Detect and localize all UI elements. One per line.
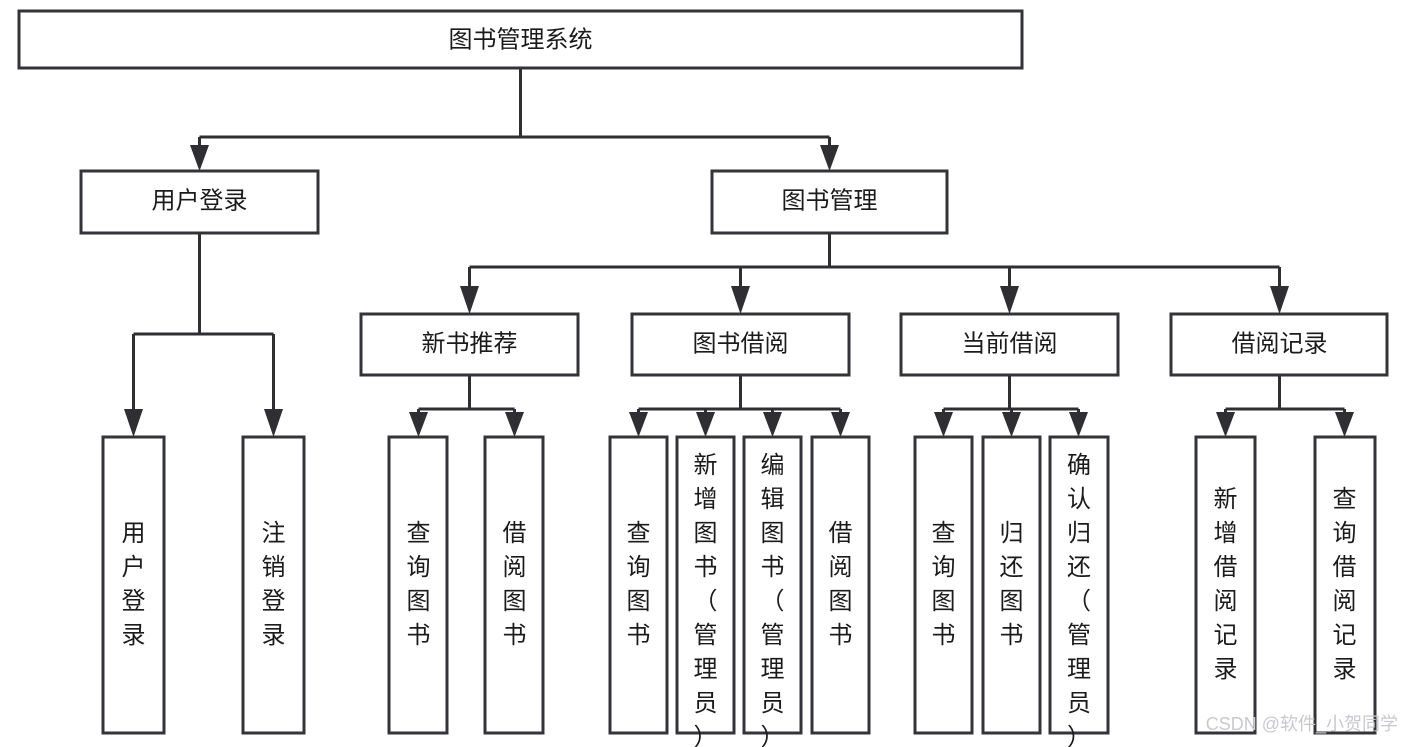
csdn-watermark: CSDN @软件_小贺同学 <box>1206 714 1398 735</box>
node-leaf-query-borrow-record-box[interactable] <box>1313 435 1377 735</box>
node-borrow-records-label: 借阅记录 <box>1232 330 1328 357</box>
arrow-head-book-borrow <box>731 286 750 314</box>
arrow-head-leaf-confirm-return-admin <box>1069 412 1088 437</box>
node-leaf-edit-book-admin-box[interactable] <box>742 435 803 735</box>
node-book-management[interactable]: 图书管理 <box>710 169 949 235</box>
node-book-borrow-box[interactable] <box>630 312 851 377</box>
node-user-login-box[interactable] <box>79 169 320 235</box>
node-leaf-logout-login-label: 注销登录 <box>262 520 286 649</box>
node-root-label: 图书管理系统 <box>449 26 593 53</box>
node-leaf-add-borrow-record-label: 新增借阅记录 <box>1214 486 1238 683</box>
node-leaf-add-borrow-record[interactable]: 新增借阅记录 <box>1194 435 1257 735</box>
arrow-head-leaf-return-book <box>1002 412 1021 437</box>
node-leaf-query-borrow-record[interactable]: 查询借阅记录 <box>1313 435 1377 735</box>
node-leaf-add-book-admin-label: 新增图书（管理员） <box>694 452 718 747</box>
node-leaf-return-book-label: 归还图书 <box>1000 520 1024 649</box>
node-leaf-add-book-admin[interactable]: 新增图书（管理员） <box>675 435 736 747</box>
node-leaf-borrow-book-1[interactable]: 借阅图书 <box>483 435 545 735</box>
arrow-head-borrow-records <box>1270 286 1289 314</box>
node-leaf-confirm-return-admin[interactable]: 确认归还（管理员） <box>1048 435 1110 747</box>
node-leaf-query-book-2[interactable]: 查询图书 <box>608 435 669 735</box>
node-leaf-borrow-book-2-box[interactable] <box>810 435 871 735</box>
node-book-borrow-label: 图书借阅 <box>693 330 789 357</box>
node-leaf-edit-book-admin[interactable]: 编辑图书（管理员） <box>742 435 803 747</box>
node-user-login[interactable]: 用户登录 <box>79 169 320 235</box>
arrow-head-leaf-query-book-2 <box>629 412 648 437</box>
arrow-head-new-book-recommend <box>460 286 479 314</box>
node-leaf-query-book-2-label: 查询图书 <box>627 520 651 649</box>
connector-layer <box>124 68 1354 437</box>
arrow-head-leaf-query-book-1 <box>409 412 428 437</box>
arrow-head-leaf-borrow-book-1 <box>505 412 524 437</box>
node-leaf-borrow-book-2-label: 借阅图书 <box>829 520 853 649</box>
node-leaf-user-login-box[interactable] <box>101 435 166 735</box>
arrow-head-leaf-add-borrow-record <box>1216 412 1235 437</box>
arrow-head-leaf-edit-book-admin <box>763 412 782 437</box>
node-leaf-borrow-book-2[interactable]: 借阅图书 <box>810 435 871 735</box>
node-new-book-recommend-label: 新书推荐 <box>422 330 518 357</box>
node-book-management-label: 图书管理 <box>782 187 878 214</box>
leaf-node-group: 用户登录 注销登录 查询图书 借阅图书 查询图书 <box>101 435 1377 747</box>
arrow-head-leaf-logout-login <box>264 409 283 437</box>
node-leaf-logout-login[interactable]: 注销登录 <box>241 435 306 735</box>
node-borrow-records-box[interactable] <box>1169 312 1389 377</box>
node-leaf-query-book-3-box[interactable] <box>913 435 974 735</box>
node-borrow-records[interactable]: 借阅记录 <box>1169 312 1389 377</box>
arrow-head-leaf-query-borrow-record <box>1335 412 1354 437</box>
node-leaf-query-book-1-box[interactable] <box>387 435 449 735</box>
node-leaf-query-book-1[interactable]: 查询图书 <box>387 435 449 735</box>
node-leaf-user-login-label: 用户登录 <box>122 520 146 649</box>
node-leaf-query-book-3[interactable]: 查询图书 <box>913 435 974 735</box>
arrow-head-leaf-user-login <box>124 409 143 437</box>
node-book-management-box[interactable] <box>710 169 949 235</box>
node-current-borrow[interactable]: 当前借阅 <box>899 312 1120 377</box>
arrow-head-book-management <box>820 145 839 171</box>
node-leaf-confirm-return-admin-box[interactable] <box>1048 435 1110 735</box>
node-leaf-user-login[interactable]: 用户登录 <box>101 435 166 735</box>
node-current-borrow-label: 当前借阅 <box>962 330 1058 357</box>
node-leaf-return-book-box[interactable] <box>981 435 1042 735</box>
node-leaf-confirm-return-admin-label: 确认归还（管理员） <box>1067 452 1091 747</box>
node-leaf-logout-login-box[interactable] <box>241 435 306 735</box>
node-leaf-query-book-3-label: 查询图书 <box>932 520 956 649</box>
node-root[interactable]: 图书管理系统 <box>17 9 1024 70</box>
node-new-book-recommend[interactable]: 新书推荐 <box>359 312 580 377</box>
arrow-head-leaf-borrow-book-2 <box>831 412 850 437</box>
node-new-book-recommend-box[interactable] <box>359 312 580 377</box>
node-current-borrow-box[interactable] <box>899 312 1120 377</box>
node-leaf-add-book-admin-box[interactable] <box>675 435 736 735</box>
node-layer: 图书管理系统 用户登录 图书管理 新书推荐 图书借阅 <box>17 9 1389 747</box>
arrow-head-current-borrow <box>1000 286 1019 314</box>
node-leaf-query-borrow-record-label: 查询借阅记录 <box>1333 486 1357 683</box>
node-user-login-label: 用户登录 <box>152 187 248 214</box>
node-leaf-borrow-book-1-label: 借阅图书 <box>503 520 527 649</box>
node-leaf-add-borrow-record-box[interactable] <box>1194 435 1257 735</box>
node-root-box[interactable] <box>17 9 1024 70</box>
arrow-head-user-login <box>190 145 209 171</box>
node-leaf-return-book[interactable]: 归还图书 <box>981 435 1042 735</box>
node-leaf-query-book-2-box[interactable] <box>608 435 669 735</box>
node-leaf-borrow-book-1-box[interactable] <box>483 435 545 735</box>
arrow-head-leaf-add-book-admin <box>696 412 715 437</box>
node-book-borrow[interactable]: 图书借阅 <box>630 312 851 377</box>
node-leaf-query-book-1-label: 查询图书 <box>407 520 431 649</box>
arrow-head-leaf-query-book-3 <box>934 412 953 437</box>
node-leaf-edit-book-admin-label: 编辑图书（管理员） <box>761 452 785 747</box>
